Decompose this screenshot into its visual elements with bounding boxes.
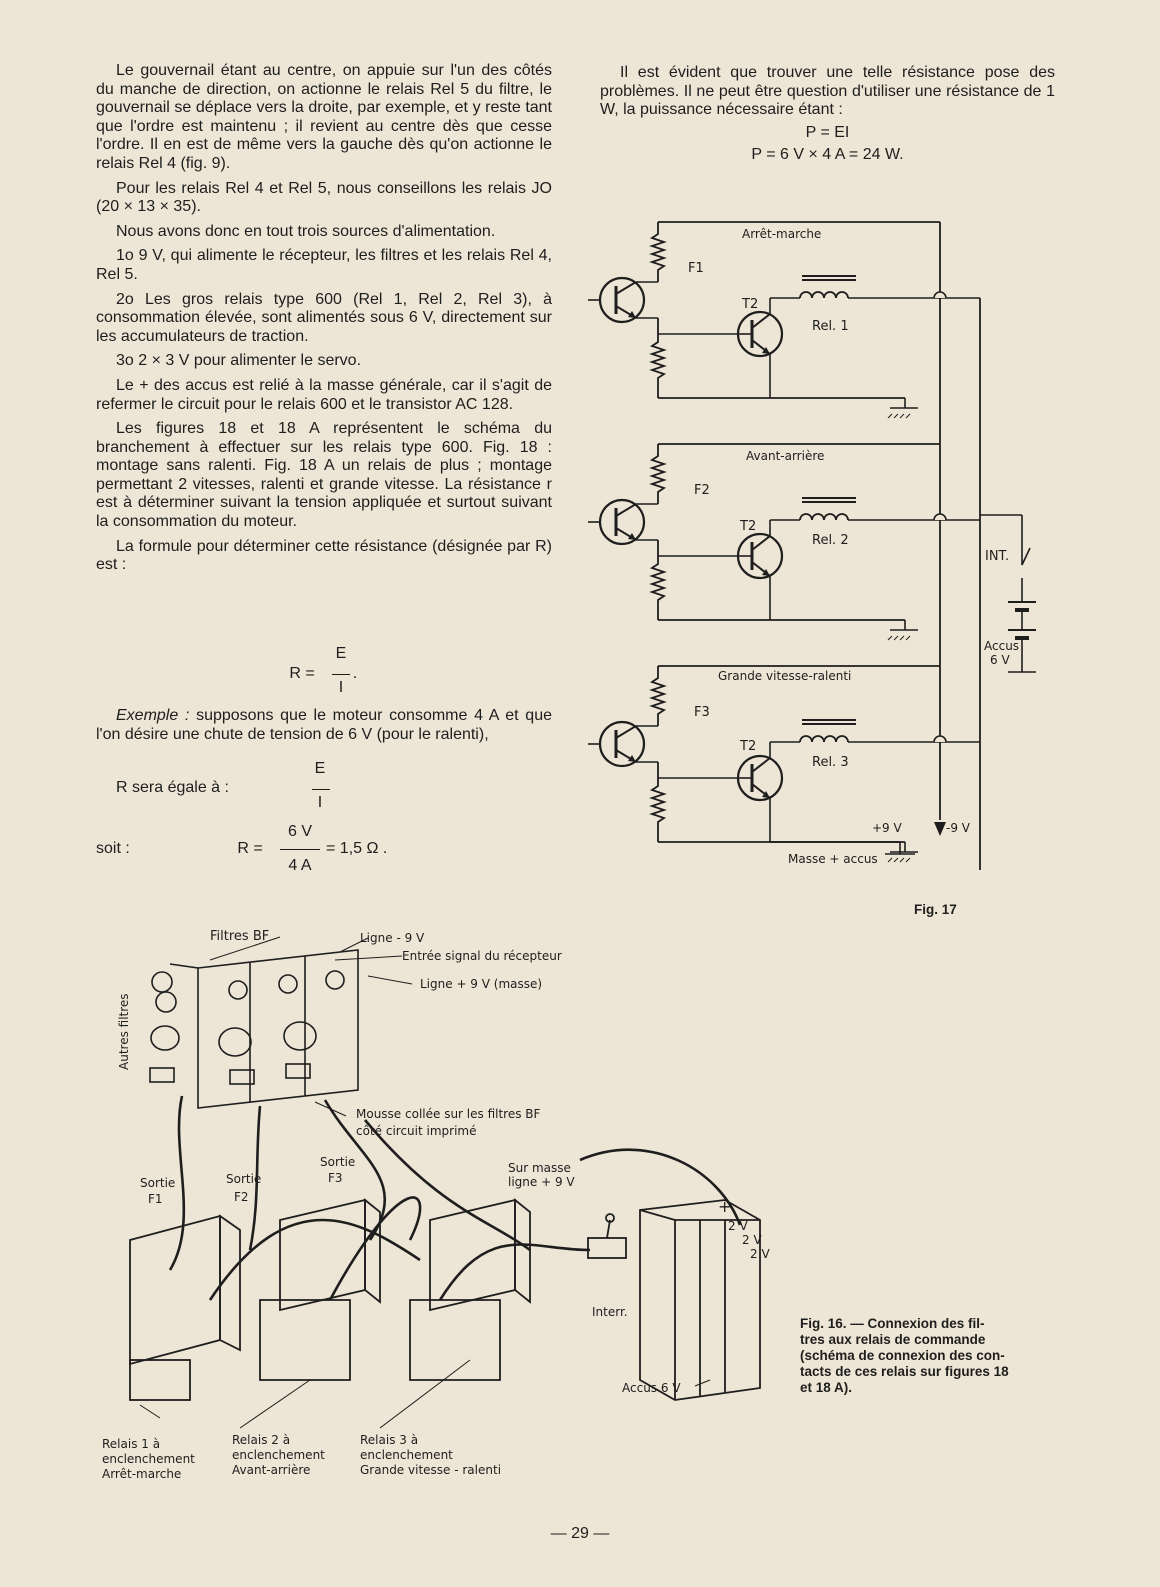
label-rel1: Rel. 1 (812, 319, 849, 334)
fig16-caption-line5: et 18 A). (800, 1380, 853, 1395)
paragraph-3: Nous avons donc en tout trois sources d'… (116, 222, 496, 240)
fig16-caption-line3: (schéma de connexion des con- (800, 1348, 1005, 1363)
label-sortie-f2: Sortie (226, 1172, 261, 1186)
label-relais2-c: Avant-arrière (232, 1463, 310, 1477)
right-paragraph-1: Il est évident que trouver une telle rés… (600, 64, 1055, 119)
label-f2: F2 (694, 483, 710, 498)
formula1-lhs: R = (289, 665, 315, 682)
label-f1: F1 (688, 261, 704, 276)
label-relais3-c: Grande vitesse - ralenti (360, 1463, 501, 1477)
label-rel3: Rel. 3 (812, 755, 849, 770)
soit-label: soit : (96, 840, 130, 857)
label-sortie-f2-b: F2 (234, 1190, 249, 1204)
label-relais1-b: enclenchement (102, 1452, 195, 1466)
paragraph-8: Les figures 18 et 18 A représentent le s… (96, 420, 552, 531)
label-sortie-f1: Sortie (140, 1176, 175, 1190)
label-grande-vitesse: Grande vitesse-ralenti (718, 669, 851, 683)
label-sur-masse: Sur masse (508, 1161, 571, 1175)
label-sortie-f3: Sortie (320, 1155, 355, 1169)
fig16-caption-line2: tres aux relais de commande (800, 1332, 986, 1347)
formula2-bar (312, 789, 330, 790)
label-accus-6v: 6 V (990, 653, 1010, 667)
label-ligne-m9: Ligne - 9 V (360, 931, 425, 945)
label-rel2: Rel. 2 (812, 533, 849, 548)
label-interr: Interr. (592, 1305, 628, 1319)
formula3-numerator: 6 V (287, 823, 312, 840)
fig16-caption: Fig. 16. — Connexion des fil- tres aux r… (800, 1316, 1060, 1396)
label-2v-c: 2 V (750, 1247, 770, 1261)
example-paragraph: Exemple : supposons que le moteur consom… (96, 707, 552, 744)
fig17-schematic: Arrêt-marche F1 T2 Rel. 1 Avant-arrière … (586, 220, 1036, 870)
equation-1: P = EI (805, 123, 850, 141)
formula2-numerator: E (314, 760, 326, 777)
label-t2-1: T2 (741, 297, 758, 312)
label-ligne-9v: ligne + 9 V (508, 1175, 575, 1189)
label-t2-2: T2 (739, 519, 756, 534)
label-t2-3: T2 (739, 739, 756, 754)
label-sortie-f1-b: F1 (148, 1192, 163, 1206)
label-relais1-a: Relais 1 à (102, 1437, 160, 1451)
label-mousse-2: côté circuit imprimé (356, 1124, 476, 1138)
right-column: Il est évident que trouver une telle rés… (600, 64, 1055, 169)
page-number: — 29 — (550, 1525, 610, 1542)
formula1-bar (332, 674, 350, 675)
label-relais2-a: Relais 2 à (232, 1433, 290, 1447)
r-sera-label: R sera égale à : (116, 779, 229, 796)
formula1-numerator: E (335, 645, 347, 662)
formula1-denominator: I (338, 679, 344, 696)
example-text: supposons que le moteur consomme 4 A et … (96, 707, 552, 743)
label-accus: Accus (984, 639, 1019, 653)
label-entree-signal: Entrée signal du récepteur (402, 949, 562, 963)
fig16-wiring-drawing: Filtres BF Ligne - 9 V Entrée signal du … (102, 929, 770, 1481)
paragraph-1: Le gouvernail étant au centre, on appuie… (96, 62, 552, 172)
label-avant-arriere: Avant-arrière (746, 449, 824, 463)
label-2v-b: 2 V (742, 1233, 762, 1247)
formula1-period: . (352, 665, 358, 682)
label-2v-a: 2 V (728, 1219, 748, 1233)
label-sortie-f3-b: F3 (328, 1171, 343, 1185)
paragraph-4: 1o 9 V, qui alimente le récepteur, les f… (96, 247, 552, 283)
label-filtres-bf: Filtres BF (210, 929, 269, 944)
formula2-denominator: I (317, 794, 323, 811)
paragraph-9: La formule pour déterminer cette résista… (96, 537, 552, 574)
paragraph-5: 2o Les gros relais type 600 (Rel 1, Rel … (96, 290, 552, 345)
left-column: Le gouvernail étant au centre, on appuie… (96, 62, 552, 581)
label-relais3-b: enclenchement (360, 1448, 453, 1462)
label-relais2-b: enclenchement (232, 1448, 325, 1462)
label-masse-accus: Masse + accus (788, 852, 878, 866)
label-arret-marche: Arrêt-marche (742, 227, 821, 241)
label-relais3-a: Relais 3 à (360, 1433, 418, 1447)
label-autres-filtres: Autres filtres (117, 993, 131, 1070)
paragraph-7: Le + des accus est relié à la masse géné… (96, 376, 552, 413)
label-relais1-c: Arrêt-marche (102, 1467, 181, 1481)
label-f3: F3 (694, 705, 710, 720)
label-ligne-p9: Ligne + 9 V (masse) (420, 977, 542, 991)
label-minus9v: -9 V (946, 821, 971, 835)
formula3-lhs: R = (237, 840, 263, 857)
formula3-denominator: 4 A (288, 857, 312, 874)
equation-2: P = 6 V × 4 A = 24 W. (751, 146, 904, 164)
fig16-caption-line4: tacts de ces relais sur figures 18 (800, 1364, 1009, 1379)
formula3-result: = 1,5 Ω . (326, 840, 388, 857)
label-plus9v: +9 V (872, 821, 903, 835)
label-int: INT. (985, 549, 1009, 564)
formula3-bar (280, 849, 320, 850)
example-label: Exemple : (116, 707, 190, 724)
fig17-caption: Fig. 17 (914, 902, 957, 917)
paragraph-2: Pour les relais Rel 4 et Rel 5, nous con… (96, 179, 552, 216)
paragraph-6: 3o 2 × 3 V pour alimenter le servo. (116, 352, 362, 370)
label-mousse-1: Mousse collée sur les filtres BF (356, 1107, 541, 1121)
fig16-caption-line1: Fig. 16. — Connexion des fil- (800, 1316, 985, 1331)
label-accus-6v-fig16: Accus 6 V (622, 1381, 681, 1395)
label-plus: + (718, 1197, 731, 1216)
